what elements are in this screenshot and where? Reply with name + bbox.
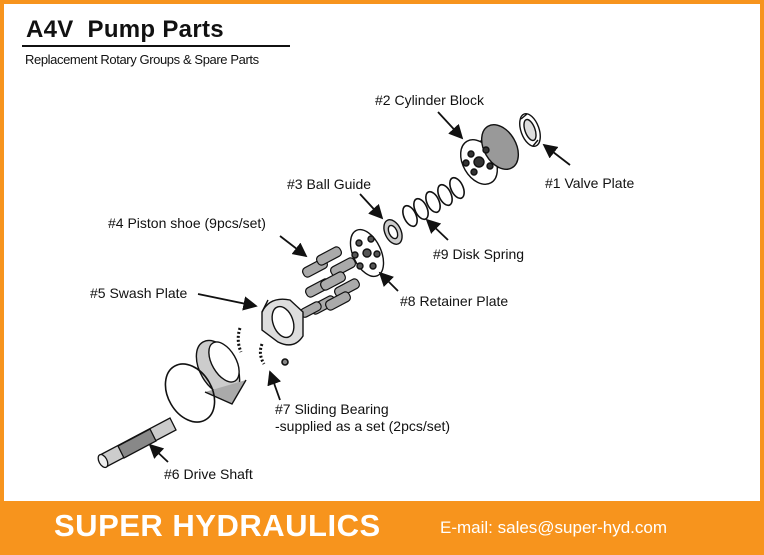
- page-title: A4V Pump Parts: [26, 16, 224, 43]
- housing-flange-part: [195, 339, 247, 405]
- footer-brand: SUPER HYDRAULICS: [54, 508, 381, 543]
- cylinder-block-part: [459, 124, 520, 185]
- ball-guide-part: [383, 219, 403, 245]
- drive-shaft-part: [97, 417, 177, 469]
- part-label-ball-guide: #3 Ball Guide: [287, 176, 372, 192]
- leader-arrows: [148, 111, 571, 463]
- part-note-sliding-bearing: -supplied as a set (2pcs/set): [275, 418, 451, 434]
- part-label-swash-plate: #5 Swash Plate: [90, 285, 188, 301]
- part-label-retainer-plate: #8 Retainer Plate: [400, 293, 509, 309]
- o-ring-part: [164, 363, 216, 423]
- footer-email: E-mail: sales@super-hyd.com: [440, 518, 667, 537]
- part-label-piston-shoe: #4 Piston shoe (9pcs/set): [108, 215, 266, 231]
- sliding-bearing-part: [236, 327, 289, 366]
- part-label-disk-spring: #9 Disk Spring: [433, 246, 525, 262]
- part-label-valve-plate: #1 Valve Plate: [545, 175, 635, 191]
- swash-plate-part: [261, 298, 304, 346]
- part-label-cylinder-block: #2 Cylinder Block: [375, 92, 484, 108]
- page-subtitle: Replacement Rotary Groups & Spare Parts: [25, 52, 259, 67]
- part-label-sliding-bearing: #7 Sliding Bearing: [275, 401, 389, 417]
- retainer-plate-part: [349, 228, 385, 278]
- part-label-drive-shaft: #6 Drive Shaft: [164, 466, 253, 482]
- title-underline: [22, 45, 290, 47]
- disk-spring-part: [402, 176, 465, 228]
- piston-shoe-part: [299, 246, 361, 318]
- valve-plate-part: [519, 113, 541, 147]
